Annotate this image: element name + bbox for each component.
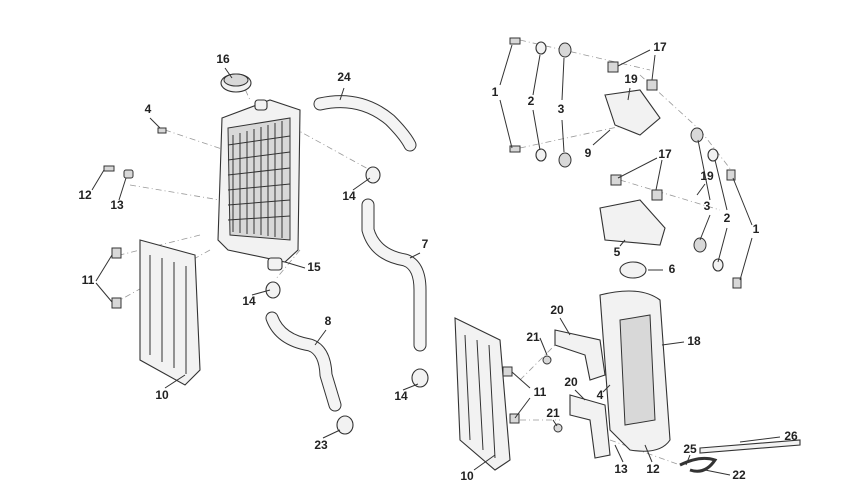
- expansion-tank: [599, 261, 671, 452]
- tank-brackets: [554, 89, 666, 459]
- callout-3: 3: [558, 102, 565, 116]
- callout-14: 14: [242, 294, 256, 308]
- radiator-cap: [220, 73, 252, 93]
- callout-1: 1: [492, 85, 499, 99]
- callout-4: 4: [597, 388, 604, 402]
- callout-9: 9: [585, 146, 592, 160]
- callout-23: 23: [314, 438, 328, 452]
- callout-7: 7: [422, 237, 429, 251]
- radiator: [217, 99, 301, 271]
- callout-2: 2: [528, 94, 535, 108]
- callout-8: 8: [325, 314, 332, 328]
- callout-17: 17: [658, 147, 672, 161]
- callout-20: 20: [550, 303, 564, 317]
- callout-16: 16: [216, 52, 230, 66]
- leader-lines: [91, 44, 781, 476]
- callout-11: 11: [82, 273, 95, 287]
- callout-14: 14: [394, 389, 408, 403]
- callout-14: 14: [342, 189, 356, 203]
- callout-13: 13: [614, 462, 628, 476]
- callout-3: 3: [704, 199, 711, 213]
- callout-13: 13: [110, 198, 124, 212]
- callout-1: 1: [753, 222, 760, 236]
- callout-17: 17: [653, 40, 667, 54]
- callout-labels: 16 24 4 12 13 14 15 11 14 10 8 7 14 23 1…: [78, 40, 798, 483]
- callout-10: 10: [155, 388, 169, 402]
- callout-22: 22: [732, 468, 746, 482]
- callout-12: 12: [78, 188, 92, 202]
- callout-24: 24: [337, 70, 351, 84]
- callout-19: 19: [700, 169, 714, 183]
- callout-4: 4: [145, 102, 152, 116]
- callout-11: 11: [534, 385, 547, 399]
- callout-19: 19: [624, 72, 638, 86]
- callout-5: 5: [614, 245, 621, 259]
- left-radiator-grille: [111, 239, 201, 386]
- right-radiator-grille: [454, 317, 520, 471]
- callout-20: 20: [564, 375, 578, 389]
- hardware-bolts: [103, 127, 167, 179]
- callout-21: 21: [546, 406, 560, 420]
- callout-2: 2: [724, 211, 731, 225]
- callout-25: 25: [683, 442, 697, 456]
- callout-12: 12: [646, 462, 660, 476]
- right-hardware: [509, 37, 742, 433]
- callout-10: 10: [460, 469, 474, 483]
- callout-15: 15: [307, 260, 321, 274]
- callout-21: 21: [526, 330, 540, 344]
- callout-18: 18: [687, 334, 701, 348]
- callout-6: 6: [669, 262, 676, 276]
- callout-26: 26: [784, 429, 798, 443]
- hoses: [265, 95, 801, 473]
